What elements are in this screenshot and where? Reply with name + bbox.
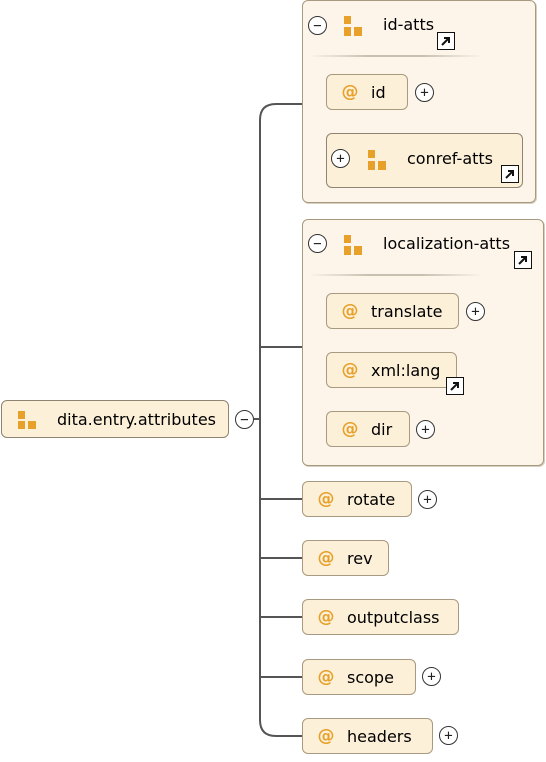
attribute-label: scope: [347, 667, 394, 687]
dir-expand-button[interactable]: +: [416, 420, 435, 439]
attribute-label: rev: [347, 548, 373, 568]
group-separator: [308, 55, 483, 57]
root-collapse-button[interactable]: −: [235, 410, 254, 429]
attribute-icon: @: [341, 360, 359, 380]
attribute-label: outputclass: [347, 607, 440, 627]
rotate-expand-button[interactable]: +: [418, 490, 437, 509]
attribute-label: translate: [371, 301, 443, 321]
attribute-icon: @: [317, 607, 335, 627]
attribute-rotate[interactable]: @ rotate: [302, 481, 412, 517]
attribute-icon: @: [317, 667, 335, 687]
attribute-translate[interactable]: @ translate: [326, 293, 459, 329]
localization-atts-label: localization-atts: [383, 234, 511, 253]
attribute-label: id: [371, 82, 386, 102]
attribute-dir[interactable]: @ dir: [326, 411, 410, 447]
group-icon: [343, 234, 367, 256]
reference-link-icon[interactable]: [437, 32, 455, 50]
conref-atts-expand-button[interactable]: +: [331, 149, 350, 168]
attribute-icon: @: [341, 301, 359, 321]
attribute-rev[interactable]: @ rev: [302, 540, 389, 576]
group-separator: [308, 274, 483, 276]
attribute-icon: @: [341, 419, 359, 439]
id-atts-label: id-atts: [383, 15, 435, 34]
attribute-icon: @: [317, 726, 335, 746]
root-label: dita.entry.attributes: [57, 410, 216, 429]
headers-expand-button[interactable]: +: [439, 726, 458, 745]
attribute-outputclass[interactable]: @ outputclass: [302, 599, 459, 635]
group-icon: [343, 15, 367, 37]
conref-atts-label: conref-atts: [407, 149, 494, 168]
attribute-label: rotate: [347, 489, 396, 509]
id-expand-button[interactable]: +: [415, 83, 434, 102]
id-atts-collapse-button[interactable]: −: [308, 16, 327, 35]
group-icon: [367, 149, 391, 171]
translate-expand-button[interactable]: +: [466, 302, 485, 321]
attribute-icon: @: [317, 489, 335, 509]
localization-atts-group: − localization-atts @ translate + @ xml:…: [302, 219, 544, 466]
attribute-scope[interactable]: @ scope: [302, 659, 416, 695]
attribute-headers[interactable]: @ headers: [302, 718, 433, 754]
reference-link-icon[interactable]: [501, 165, 519, 183]
group-icon: [17, 410, 41, 430]
attribute-xml-lang[interactable]: @ xml:lang: [326, 352, 457, 388]
reference-link-icon[interactable]: [514, 251, 532, 269]
scope-expand-button[interactable]: +: [422, 667, 441, 686]
reference-link-icon[interactable]: [446, 377, 464, 395]
attribute-id[interactable]: @ id: [326, 74, 408, 110]
localization-atts-collapse-button[interactable]: −: [308, 234, 327, 253]
conref-atts-node[interactable]: + conref-atts: [326, 133, 523, 188]
attribute-label: xml:lang: [371, 360, 441, 380]
root-node[interactable]: dita.entry.attributes: [1, 400, 229, 438]
attribute-icon: @: [341, 82, 359, 102]
id-atts-group: − id-atts @ id + + conref-atts: [302, 0, 536, 203]
attribute-label: headers: [347, 726, 412, 746]
attribute-icon: @: [317, 548, 335, 568]
attribute-label: dir: [371, 419, 393, 439]
